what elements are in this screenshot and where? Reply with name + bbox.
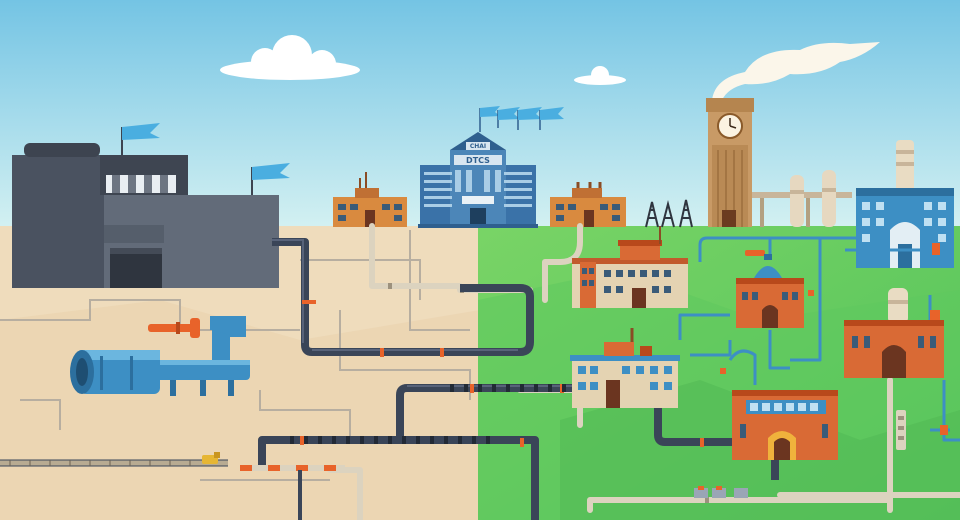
bridge-with-tanks bbox=[752, 170, 852, 227]
beige-factory-building bbox=[572, 226, 688, 308]
arched-brick-building bbox=[844, 288, 944, 378]
blue-cylinder-tank bbox=[70, 350, 160, 394]
government-building bbox=[418, 132, 538, 228]
flag-icon bbox=[121, 123, 160, 155]
smoke-cloud bbox=[712, 42, 880, 100]
clock-icon bbox=[717, 113, 743, 139]
grey-factory bbox=[12, 143, 279, 288]
pipe-valve-icon bbox=[896, 410, 906, 450]
gov-building-top-sign: CHAI bbox=[470, 143, 486, 150]
orange-arch-school bbox=[732, 390, 838, 460]
pump-machines bbox=[694, 486, 748, 498]
small-brick-building-left bbox=[333, 172, 407, 227]
flag-icon bbox=[517, 107, 542, 130]
domed-building bbox=[736, 254, 804, 328]
pipe-valve-icon bbox=[720, 243, 948, 435]
clock-tower bbox=[706, 98, 754, 227]
blue-striped-factory bbox=[570, 328, 680, 408]
cloud-icon bbox=[574, 66, 626, 85]
flag-icon bbox=[251, 163, 290, 195]
oil-derrick-icon bbox=[645, 199, 693, 228]
flag-icon bbox=[497, 107, 520, 128]
train-icon bbox=[202, 452, 220, 464]
flag-icon bbox=[539, 107, 564, 130]
cloud-icon bbox=[220, 35, 360, 80]
flag-icon bbox=[479, 106, 500, 132]
blue-water-main bbox=[150, 316, 250, 396]
orange-dashed-pipe bbox=[240, 465, 345, 520]
small-brick-building-right bbox=[550, 182, 626, 227]
orange-pipe-valve bbox=[148, 318, 200, 338]
blue-office-building bbox=[856, 140, 954, 268]
railway bbox=[0, 459, 228, 467]
gov-building-main-sign: DTCS bbox=[466, 156, 490, 165]
